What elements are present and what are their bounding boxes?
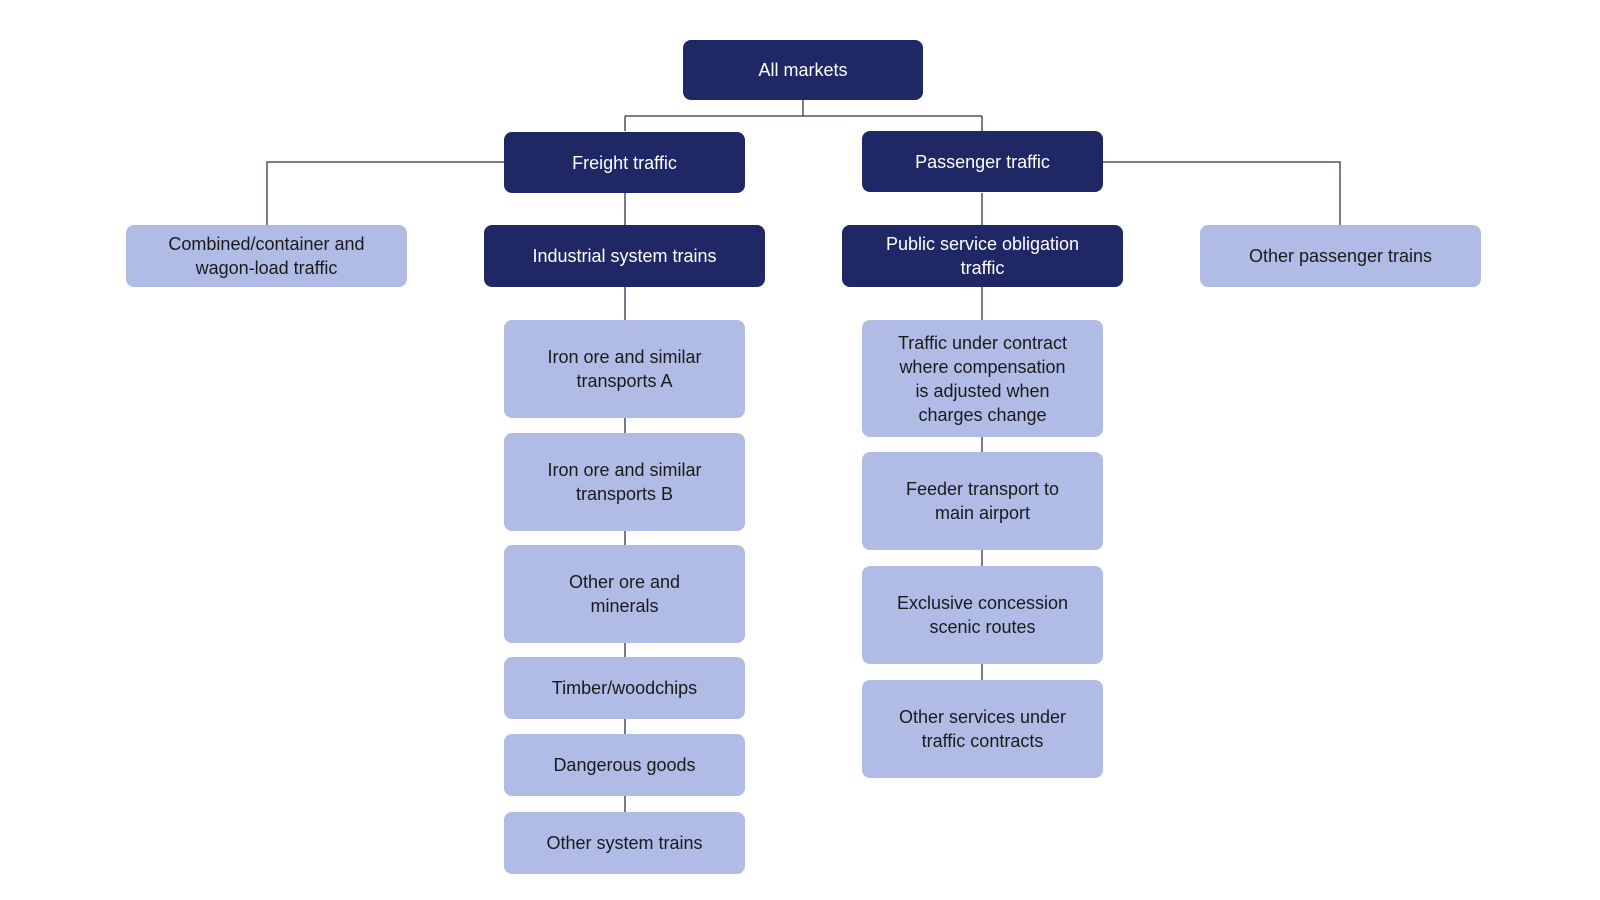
node-timber-woodchips: Timber/woodchips [504,657,745,719]
node-other-ore-minerals: Other ore and minerals [504,545,745,643]
node-other-ore-minerals-label: Other ore and minerals [568,572,681,616]
node-iron-ore-b-label: Iron ore and similar transports B [547,460,702,504]
node-feeder-transport: Feeder transport to main airport [862,452,1103,550]
node-iron-ore-b: Iron ore and similar transports B [504,433,745,531]
node-other-passenger-trains-label: Other passenger trains [1248,246,1433,266]
node-timber-woodchips-label: Timber/woodchips [551,678,698,698]
node-public-service-obligation: Public service obligation traffic [842,225,1123,287]
node-all-markets: All markets [683,40,923,100]
node-feeder-transport-label: Feeder transport to main airport [905,479,1060,523]
node-exclusive-concession-label: Exclusive concession scenic routes [896,593,1069,637]
node-traffic-under-contract-label: Traffic under contract where compensatio… [897,332,1068,425]
node-freight-traffic: Freight traffic [504,132,745,193]
node-iron-ore-a-label: Iron ore and similar transports A [547,347,702,391]
node-dangerous-goods: Dangerous goods [504,734,745,796]
node-other-services-contracts: Other services under traffic contracts [862,680,1103,778]
node-combined-container: Combined/container and wagon-load traffi… [126,225,407,287]
node-all-markets-label: All markets [758,60,848,80]
node-industrial-system-trains: Industrial system trains [484,225,765,287]
node-combined-container-label: Combined/container and wagon-load traffi… [168,234,365,278]
node-public-service-obligation-label: Public service obligation traffic [885,234,1080,278]
node-passenger-traffic-label: Passenger traffic [915,151,1050,172]
connector-freight-combined [266,161,504,225]
node-dangerous-goods-label: Dangerous goods [553,755,696,775]
connector-root [624,99,983,131]
node-other-passenger-trains: Other passenger trains [1200,225,1481,287]
node-other-system-trains: Other system trains [504,812,745,874]
node-other-services-contracts-label: Other services under traffic contracts [898,707,1067,751]
node-other-system-trains-label: Other system trains [546,833,703,853]
node-exclusive-concession: Exclusive concession scenic routes [862,566,1103,664]
node-traffic-under-contract: Traffic under contract where compensatio… [862,320,1103,437]
node-freight-traffic-label: Freight traffic [572,152,677,173]
connector-passenger-other [1101,161,1341,225]
node-iron-ore-a: Iron ore and similar transports A [504,320,745,418]
node-industrial-system-trains-label: Industrial system trains [532,246,717,266]
node-passenger-traffic: Passenger traffic [862,131,1103,192]
